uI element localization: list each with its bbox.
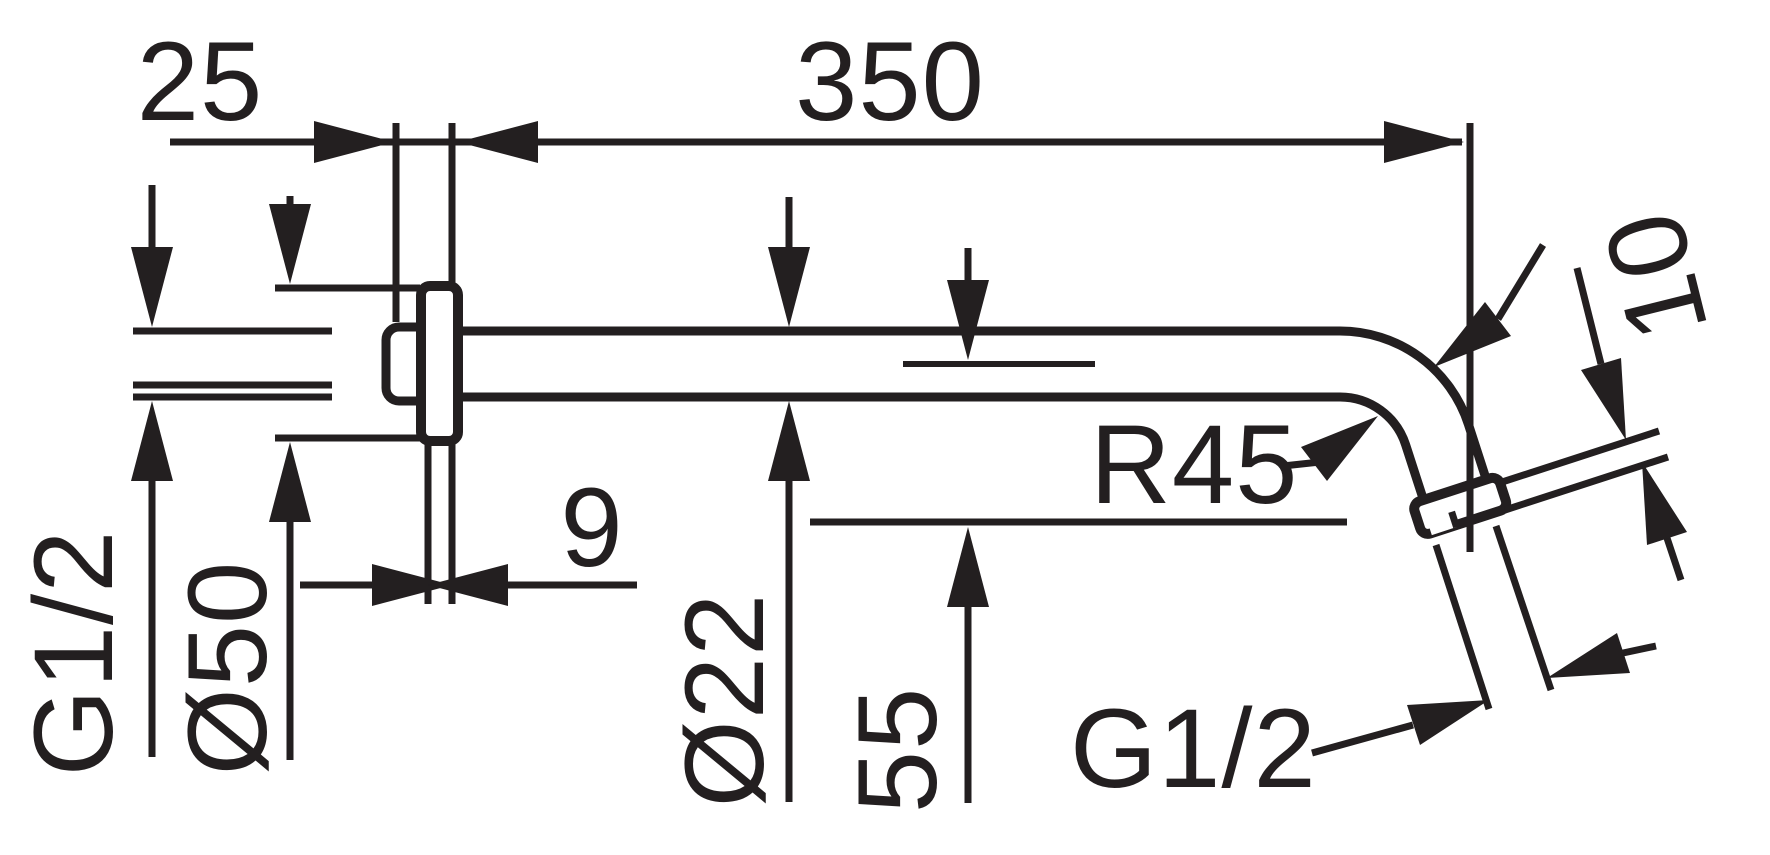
arrowhead-r45-outer [1434, 302, 1511, 367]
flange-plate [416, 281, 463, 446]
arrowhead-d22-down [768, 247, 810, 327]
arrowhead-g12-down [131, 247, 173, 327]
arrowhead-9-right [372, 564, 452, 606]
pipe-inner-edge [457, 392, 1429, 504]
ext-line-thread-crest-right [1492, 524, 1555, 692]
leader-g12-outlet [1311, 721, 1414, 757]
label-outlet-drop: 55 [835, 687, 960, 814]
arrowhead-g12-outlet-left [1547, 633, 1630, 678]
arrowhead-d50-up [269, 442, 311, 522]
arrowhead-55-down [947, 280, 989, 360]
arrowhead-10-down [1581, 358, 1626, 440]
label-pipe-diameter: Ø22 [662, 593, 787, 808]
leader-g12-outlet-tail [1622, 642, 1657, 657]
arrowhead-g12-up [131, 401, 173, 481]
arrowhead-350-right [1384, 121, 1464, 163]
label-bend-radius: R45 [1090, 402, 1298, 527]
outlet-collar-notch [1427, 513, 1457, 536]
arrowhead-g12-outlet-right [1407, 700, 1489, 745]
outlet-collar-step [1448, 510, 1460, 529]
label-wall-offset: 25 [137, 19, 264, 144]
label-inlet-thread: G1/2 [11, 530, 136, 777]
arrowhead-d22-up [768, 401, 810, 481]
label-flange-diameter: Ø50 [165, 561, 290, 776]
ext-line-thread-crest-left [1432, 543, 1493, 711]
label-arm-length: 350 [795, 19, 985, 144]
outlet-collar [1409, 472, 1512, 539]
ext-line-collar-end-face [1503, 453, 1670, 514]
dim-line-10-upper [1573, 267, 1605, 365]
shower-arm-part [381, 281, 1512, 539]
arrowhead-r45-inner [1301, 416, 1378, 481]
dim-line-10-lower [1663, 536, 1685, 582]
arrowhead-350-left [458, 121, 538, 163]
arrowhead-55-up [947, 527, 989, 607]
arrowhead-25-right [314, 121, 394, 163]
label-outlet-thread: G1/2 [1070, 686, 1317, 811]
arrowhead-10-up [1642, 462, 1687, 545]
dimension-labels: 25 350 G1/2 Ø50 9 Ø22 55 R45 G1/2 10 [11, 19, 1732, 813]
dimension-lines [131, 121, 1687, 803]
label-outlet-tip-length: 10 [1580, 200, 1732, 353]
leader-r45-tail [1495, 243, 1546, 321]
arrowhead-9-left [428, 564, 508, 606]
extension-lines [133, 123, 1670, 711]
arrowhead-d50-down [269, 204, 311, 284]
pipe-outer-edge [457, 326, 1492, 483]
ext-line-collar-start-face [1494, 427, 1661, 488]
label-flange-thickness: 9 [560, 465, 623, 590]
